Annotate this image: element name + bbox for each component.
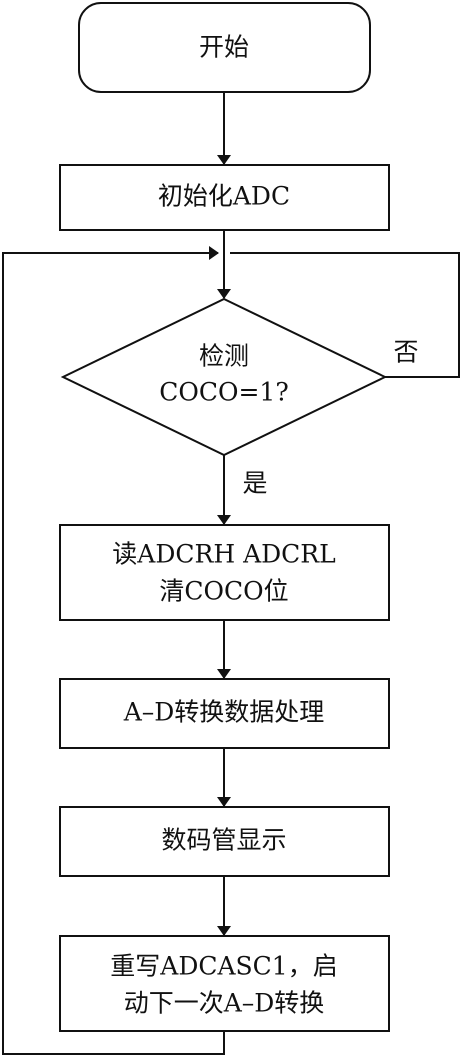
process-label: A–D转换数据处理 — [123, 698, 325, 727]
init-label: 初始化ADC — [158, 182, 290, 211]
display-node: 数码管显示 — [59, 806, 390, 877]
restart-node: 重写ADCASC1，启 动下一次A–D转换 — [59, 935, 390, 1032]
check-node: 检测 COCO=1? — [60, 297, 388, 457]
check-label-line2: COCO=1? — [159, 378, 289, 407]
no-label: 否 — [393, 338, 418, 367]
restart-label-line1: 重写ADCASC1，启 — [110, 952, 337, 981]
process-node: A–D转换数据处理 — [59, 678, 390, 749]
read-label-line2: 清COCO位 — [159, 577, 288, 606]
check-label-line1: 检测 — [199, 342, 249, 371]
init-node: 初始化ADC — [59, 164, 390, 231]
restart-label-line2: 动下一次A–D转换 — [124, 989, 325, 1018]
display-label: 数码管显示 — [161, 826, 286, 855]
no-branch-loop — [230, 252, 460, 378]
loop-back-line — [2, 246, 225, 1055]
yes-label: 是 — [242, 469, 267, 498]
start-node: 开始 — [78, 2, 371, 93]
read-label-line1: 读ADCRH ADCRL — [112, 540, 335, 569]
start-label: 开始 — [199, 33, 249, 62]
read-node: 读ADCRH ADCRL 清COCO位 — [59, 524, 390, 621]
